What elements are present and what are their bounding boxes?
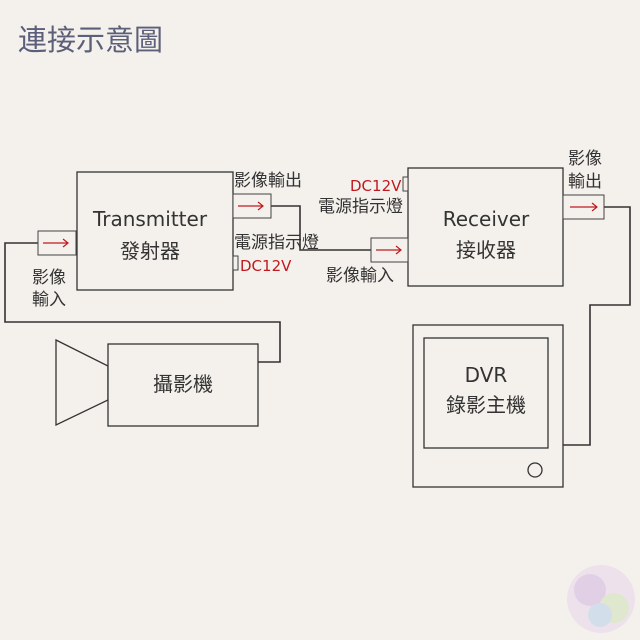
transmitter-video-in-label-1: 影像 [32, 268, 66, 288]
receiver-name: Receiver [443, 207, 530, 231]
camera-label: 攝影機 [153, 372, 213, 396]
transmitter-subtitle: 發射器 [120, 239, 180, 263]
transmitter-to-receiver-cable [270, 205, 395, 251]
transmitter-power-led-icon [232, 255, 239, 271]
receiver-dc12v-label: DC12V [350, 177, 402, 195]
camera-lens-icon [55, 338, 109, 427]
camera: 攝影機 [55, 338, 259, 427]
transmitter-name: Transmitter [92, 207, 208, 231]
transmitter-video-out-label: 影像輸出 [234, 171, 302, 191]
receiver-subtitle: 接收器 [456, 238, 516, 262]
transmitter-dc12v-label: DC12V [240, 257, 292, 275]
transmitter-video-in-label-2: 輸入 [32, 290, 66, 310]
receiver-video-out-label-2: 輸出 [568, 172, 602, 192]
transmitter-power-led-label: 電源指示燈 [234, 233, 319, 253]
watermark-seal [567, 565, 635, 633]
receiver-power-led-icon [402, 176, 409, 192]
receiver-power-led-label: 電源指示燈 [318, 197, 403, 217]
dvr-screen [423, 337, 549, 449]
dvr-power-button-icon [527, 462, 543, 478]
page-title: 連接示意圖 [18, 23, 163, 57]
receiver-video-out-label-1: 影像 [568, 149, 602, 169]
dvr-subtitle: 錄影主機 [446, 393, 526, 417]
transmitter-box [76, 171, 234, 291]
dvr-name: DVR [465, 363, 508, 387]
receiver-video-in-label: 影像輸入 [326, 266, 394, 286]
receiver-box [407, 167, 564, 287]
dvr-monitor: DVR 錄影主機 [412, 324, 564, 488]
camera-to-transmitter-cable [4, 242, 281, 363]
receiver-to-dvr-cable [548, 206, 631, 446]
camera-body [107, 343, 259, 427]
